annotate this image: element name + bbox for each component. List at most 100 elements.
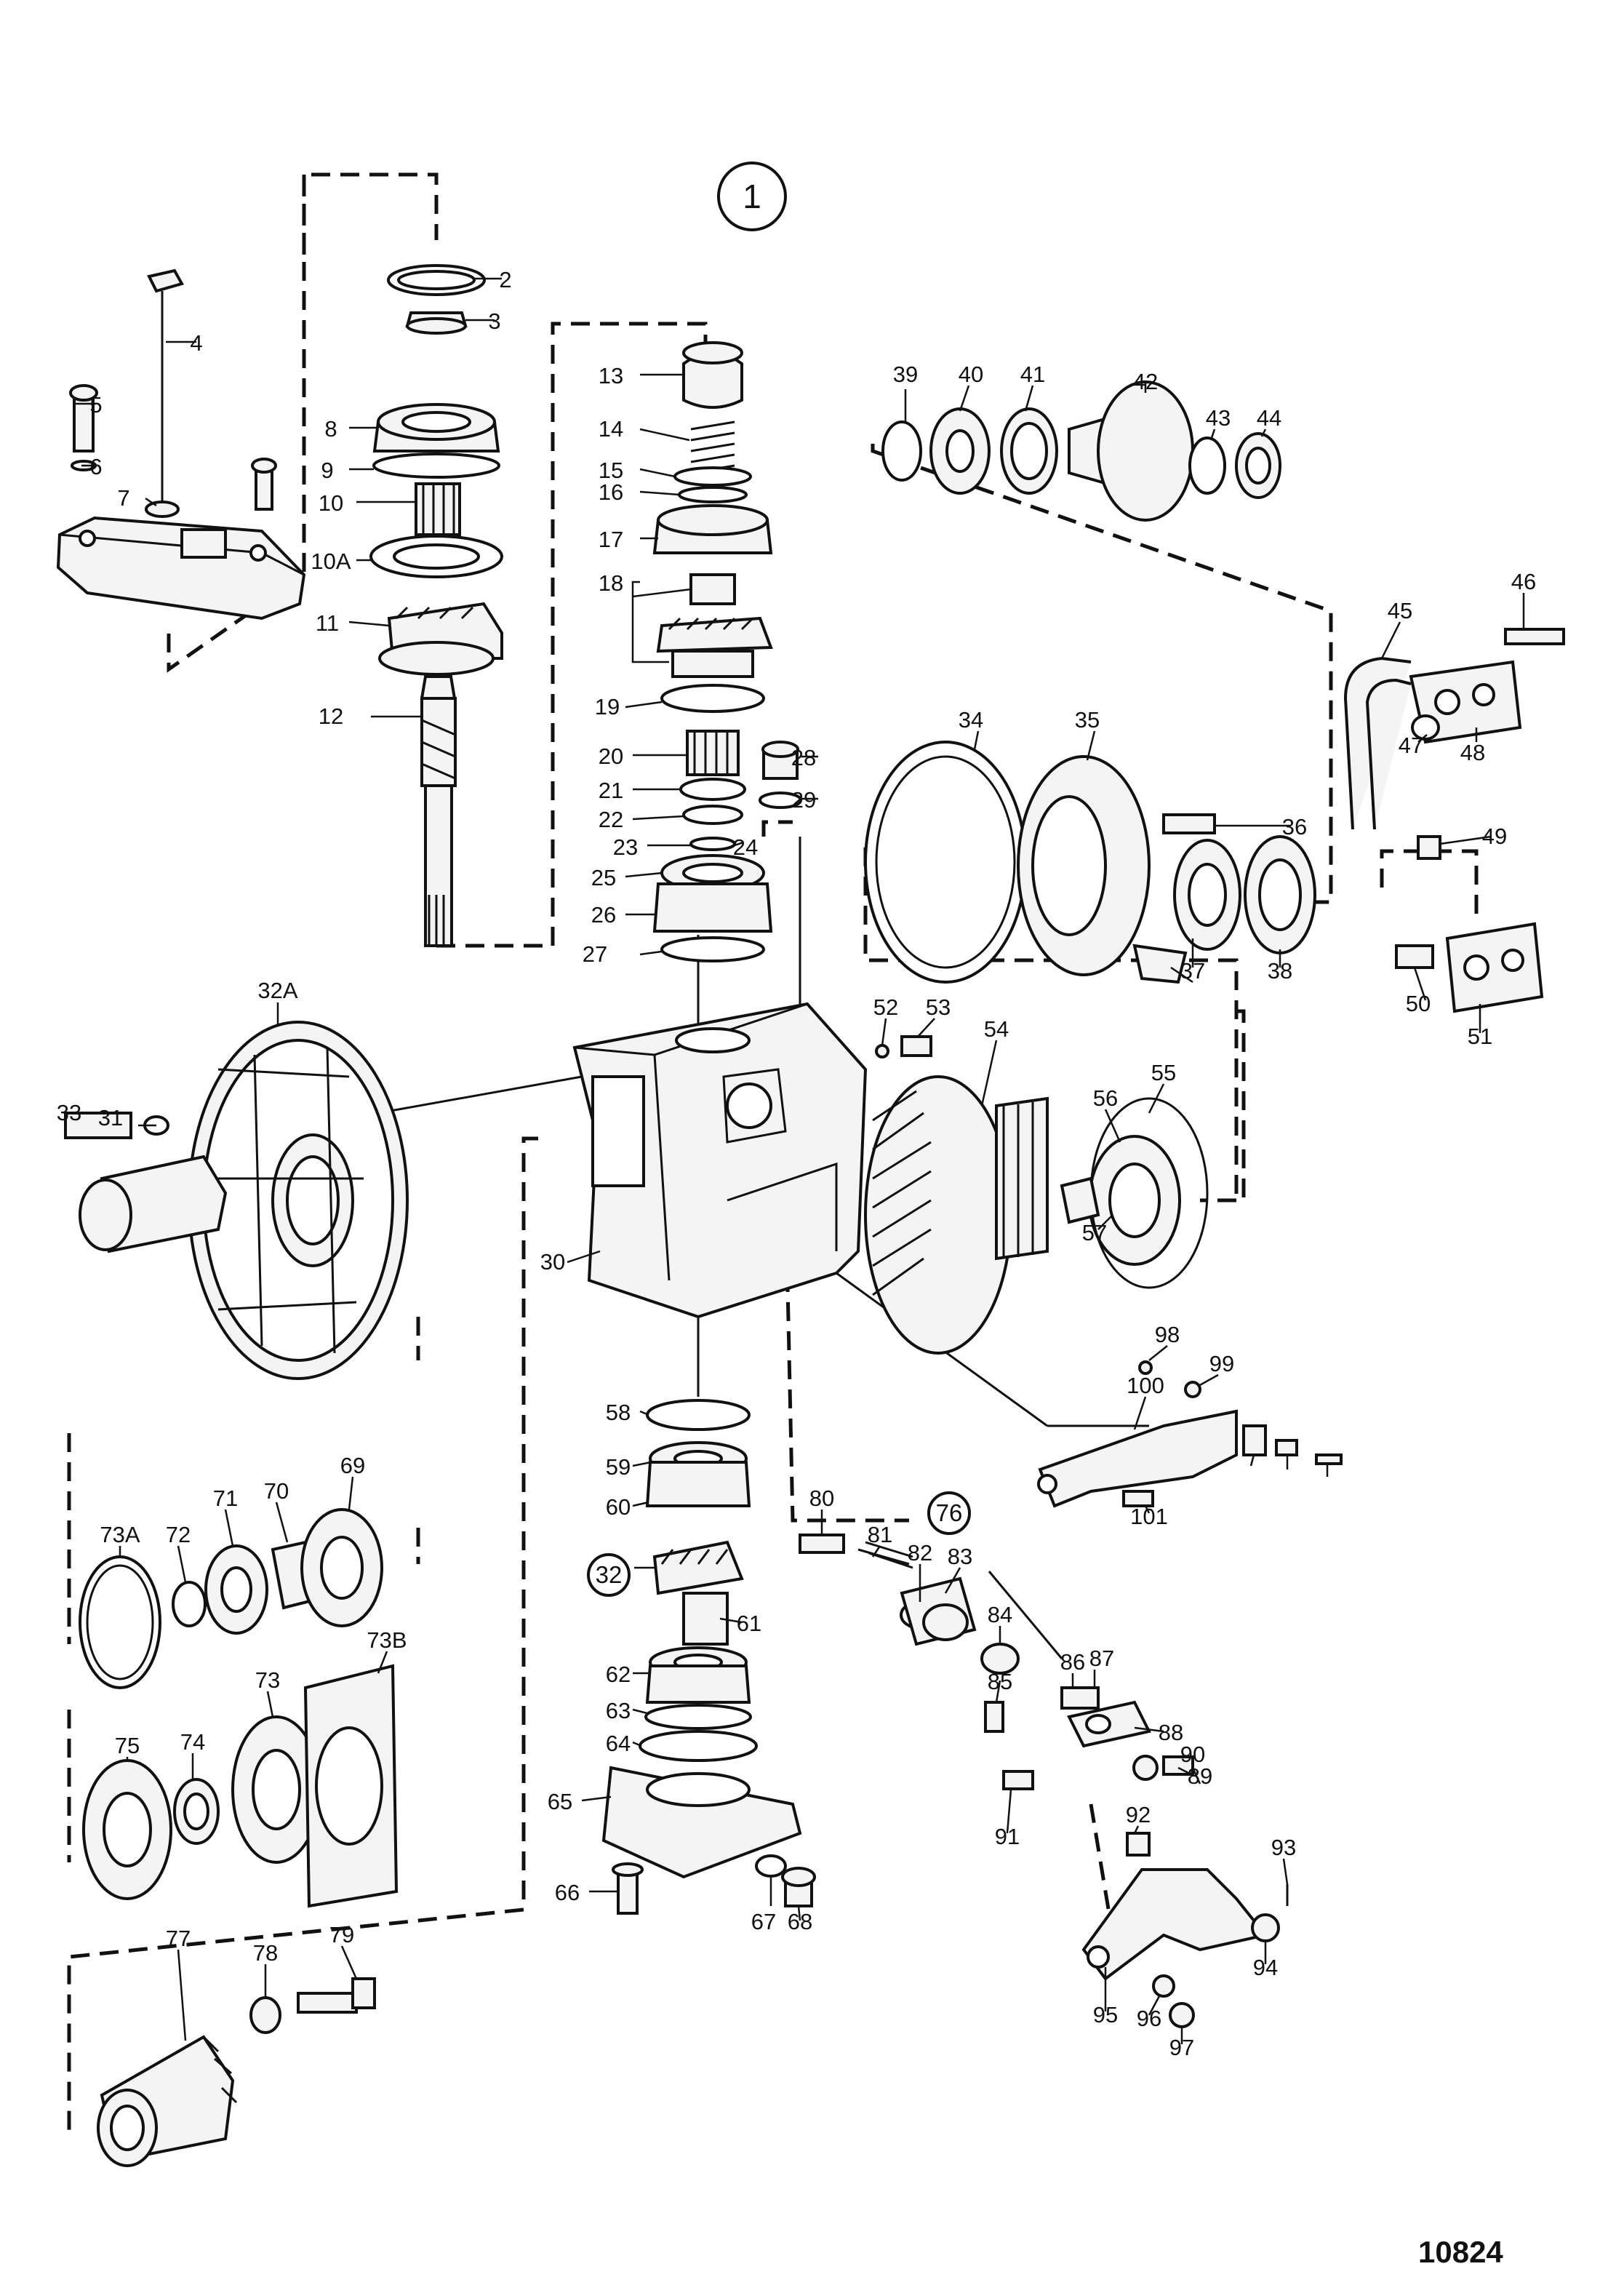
callout-label: 38 <box>1268 958 1292 984</box>
callout-label: 100 <box>1127 1373 1164 1398</box>
callout-label: 26 <box>591 902 616 928</box>
callout-label: 31 <box>98 1105 123 1130</box>
callout-label: 96 <box>1137 2006 1161 2031</box>
bevel-gear-assembly <box>97 1977 376 2167</box>
callout-label: 9 <box>321 458 333 483</box>
callout-label: 77 <box>166 1926 191 1951</box>
callout-label: 49 <box>1482 824 1507 849</box>
callout-label: 29 <box>791 787 816 813</box>
callout-label: 10A <box>311 549 351 574</box>
pipe-assembly <box>1343 628 1565 1013</box>
callout-label: 4 <box>190 330 202 356</box>
callout-label: 62 <box>606 1662 631 1687</box>
callout-label: 48 <box>1460 740 1485 765</box>
callout-label: 60 <box>606 1494 631 1520</box>
callout-label: 56 <box>1093 1085 1118 1111</box>
drawing-number: 10824 <box>1418 2235 1503 2265</box>
right-flange-assembly <box>864 741 1316 984</box>
callout-label: 50 <box>1406 991 1431 1016</box>
callout-label: 73A <box>100 1522 140 1547</box>
callout-label: 58 <box>606 1400 631 1425</box>
callout-label: 79 <box>329 1922 354 1947</box>
callout-label: 73B <box>367 1627 407 1653</box>
callout-label: 52 <box>873 994 898 1020</box>
callout-label: 35 <box>1075 707 1100 733</box>
callout-label: 15 <box>599 458 623 483</box>
callout-label: 101 <box>1130 1504 1168 1529</box>
callout-label: 68 <box>788 1909 812 1934</box>
figure-index-label: 1 <box>743 178 761 215</box>
center-shaft-stack <box>652 341 773 962</box>
callout-label: 88 <box>1159 1720 1183 1745</box>
callout-label: 81 <box>868 1522 892 1547</box>
top-cover-assembly <box>56 268 306 621</box>
callout-circle <box>927 1491 971 1535</box>
callout-label: 11 <box>316 610 339 636</box>
callout-label: 45 <box>1388 598 1412 623</box>
callout-label: 21 <box>599 778 623 803</box>
callout-label: 46 <box>1511 569 1536 594</box>
callout-label: 40 <box>959 362 983 387</box>
callout-label: 25 <box>591 865 616 890</box>
plug-and-washer <box>759 741 802 809</box>
callout-label: 44 <box>1257 405 1281 431</box>
callout-label: 2 <box>499 267 511 292</box>
callout-label: 10 <box>319 490 343 516</box>
callout-label: 28 <box>791 745 816 770</box>
callout-label: 7 <box>117 485 129 511</box>
callout-label: 39 <box>893 362 918 387</box>
callout-label: 82 <box>908 1540 932 1566</box>
callout-label: 42 <box>1133 369 1158 394</box>
callout-label: 55 <box>1151 1060 1176 1085</box>
callout-label: 53 <box>926 994 951 1020</box>
callout-label: 12 <box>319 703 343 729</box>
callout-label: 70 <box>264 1478 289 1504</box>
callout-label: 73 <box>255 1667 280 1693</box>
shift-linkage-assembly <box>799 1360 1343 2028</box>
callout-label: 5 <box>89 392 102 418</box>
callout-label: 74 <box>180 1729 205 1755</box>
callout-label: 71 <box>213 1486 238 1511</box>
callout-label: 98 <box>1155 1322 1180 1347</box>
left-bearing-group-lower <box>82 1664 399 1908</box>
callout-label: 64 <box>606 1731 631 1756</box>
callout-label: 54 <box>984 1016 1009 1042</box>
callout-label: 37 <box>1180 958 1205 984</box>
callout-label: 23 <box>613 834 638 860</box>
callout-label: 47 <box>1399 733 1423 758</box>
circled-callout-label: 32 <box>596 1561 623 1588</box>
callout-label: 99 <box>1209 1351 1234 1376</box>
input-shaft-stack <box>369 264 503 947</box>
callout-label: 20 <box>599 743 623 769</box>
callout-label: 84 <box>988 1602 1012 1627</box>
callout-label: 66 <box>555 1880 580 1905</box>
circled-callout: 32 <box>587 1553 631 1597</box>
callout-label: 3 <box>488 308 500 334</box>
callout-label: 87 <box>1089 1646 1114 1671</box>
callout-label: 85 <box>988 1669 1012 1694</box>
callout-label: 32A <box>257 978 297 1003</box>
callout-label: 30 <box>540 1249 565 1275</box>
callout-label: 34 <box>959 707 983 733</box>
callout-label: 92 <box>1126 1802 1151 1827</box>
callout-label: 93 <box>1271 1835 1296 1860</box>
callout-label: 57 <box>1082 1220 1107 1245</box>
callout-label: 33 <box>57 1100 81 1125</box>
leader-lines <box>76 277 1525 2044</box>
callout-label: 19 <box>595 694 620 719</box>
differential-assembly <box>864 1035 1209 1355</box>
callout-label: 43 <box>1206 405 1231 431</box>
callout-label: 8 <box>324 416 337 442</box>
callout-label: 22 <box>599 807 623 832</box>
callout-label: 89 <box>1188 1763 1212 1789</box>
circled-callout: 76 <box>927 1491 971 1535</box>
callout-label: 97 <box>1169 2035 1194 2060</box>
figure-index-marker: 1 <box>717 161 787 231</box>
callout-label: 90 <box>1180 1742 1205 1767</box>
callout-label: 17 <box>599 527 623 552</box>
callout-label: 78 <box>253 1940 278 1966</box>
circled-callout-label: 76 <box>936 1499 963 1526</box>
callout-label: 91 <box>995 1824 1020 1849</box>
output-flange-stack <box>881 380 1281 522</box>
